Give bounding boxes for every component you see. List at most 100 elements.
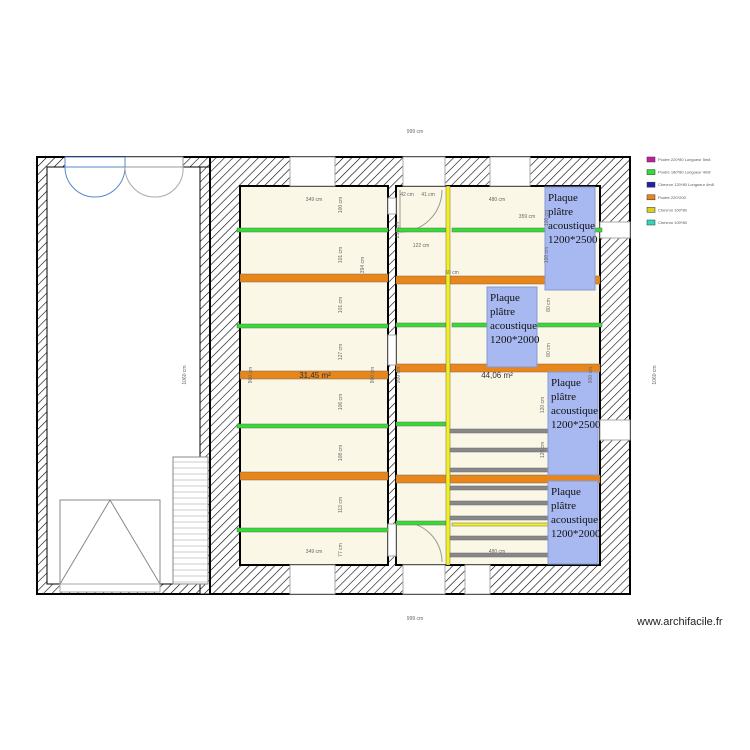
garage-door[interactable] [59,499,161,593]
dimension-label: 100 cm [544,210,550,226]
dimension-label: 999 cm [407,129,423,135]
dimension-label: 122 cm [413,243,429,249]
plaque-line: Plaque [551,377,581,389]
plaque-line: plâtre [490,306,515,318]
plaque-line: Plaque [490,292,520,304]
plaque-line: 1200*2500 [548,234,598,246]
orange-beam [239,370,389,380]
dimension-label: 120 cm [540,397,546,413]
dimension-label: 80 cm [546,298,552,312]
legend-label: Poutre 220*80 Longueur 5m8 [658,157,711,162]
plaque-line: plâtre [548,206,573,218]
plaque-label: Plaque plâtre acoustique 1200*2000 [551,486,601,540]
plaque-line: plâtre [551,391,576,403]
plaque-platre[interactable] [544,186,596,291]
dimension-label: 100 cm [338,197,344,213]
dimension-label: 60 cm [445,270,459,276]
dimension-label: 900 cm [370,367,376,383]
dimension-label: 394 cm [360,257,366,273]
green-beam [451,227,603,233]
plaque-line: Plaque [548,192,578,204]
plaque-line: 1200*2000 [490,334,540,346]
gray-joist [449,428,549,434]
dimension-label: 77 cm [338,543,344,557]
plaque-line: acoustique [490,320,537,332]
green-beam [236,227,389,233]
dimension-label: 349 cm [306,197,322,203]
legend-swatch [646,219,656,226]
window[interactable] [402,156,446,187]
plaque-platre[interactable] [547,371,599,476]
plaque-line: 1200*2000 [551,528,601,540]
plaque-line: Plaque [551,486,581,498]
dimension-label: 1060 cm [652,365,658,384]
green-beam [395,520,447,526]
green-beam [236,527,389,533]
plaque-line: acoustique [551,405,598,417]
staircase [172,456,209,585]
window[interactable] [289,156,336,187]
dimension-label: 359 cm [519,214,535,220]
gray-joist [449,467,549,473]
legend-swatch [646,169,656,175]
green-beam [395,421,447,427]
dimension-label: 120 cm [540,442,546,458]
orange-beam [395,474,601,484]
dimension-label: 127 cm [338,344,344,360]
window[interactable] [402,564,446,595]
dimension-label: 1060 cm [182,365,188,384]
orange-beam [395,275,601,285]
dimension-label: 113 cm [338,497,344,513]
gray-joist [449,447,549,453]
yellow-joist [451,522,549,527]
gray-joist [449,535,549,541]
yellow-beam [445,185,451,566]
dimension-label: 999 cm [407,616,423,622]
orange-beam [239,471,389,481]
green-beam [395,227,447,233]
dimension-label: 106 cm [338,394,344,410]
gray-joist [449,500,549,506]
window[interactable] [489,156,531,187]
gray-joist [449,485,549,491]
green-beam [236,323,389,329]
annex-doors[interactable] [64,156,184,168]
room-area: 31,45 m² [299,371,331,380]
green-beam [395,322,447,328]
dimension-label: 900 cm [396,367,402,383]
legend-swatch [646,207,656,213]
dimension-label: 210 cm [395,222,401,238]
dimension-label: 900 cm [248,367,254,383]
watermark: www.archifacile.fr [636,616,723,628]
window[interactable] [599,221,631,239]
plaque-line: plâtre [551,500,576,512]
room-area: 44,06 m² [481,371,513,380]
gray-joist [449,515,549,521]
window[interactable] [289,564,336,595]
plaque-line: acoustique [551,514,598,526]
dimension-label: 480 cm [489,549,505,555]
dimension-label: 101 cm [338,297,344,313]
window[interactable] [599,419,631,441]
legend-label: Chevron 100*80 [658,220,688,225]
window[interactable] [464,564,491,595]
legend-label: Poutre 220*200 [658,195,687,200]
dimension-label: 480 cm [489,197,505,203]
dimension-label: 101 cm [338,247,344,263]
legend-label: Chevron 100*80 [658,207,688,212]
dimension-label: 108 cm [338,445,344,461]
stair-outline [172,456,209,585]
dimension-label: 42 cm [400,192,414,198]
plaque-platre[interactable] [547,480,599,565]
dimension-label: 80 cm [546,343,552,357]
plaque-platre[interactable] [486,286,538,368]
dimension-label: 41 cm [421,192,435,198]
orange-beam [239,273,389,283]
dimension-label: 100 cm [544,247,550,263]
legend-label: Poutre 180*80 Longueur 4m8 [658,170,711,175]
legend-swatch [646,156,656,163]
